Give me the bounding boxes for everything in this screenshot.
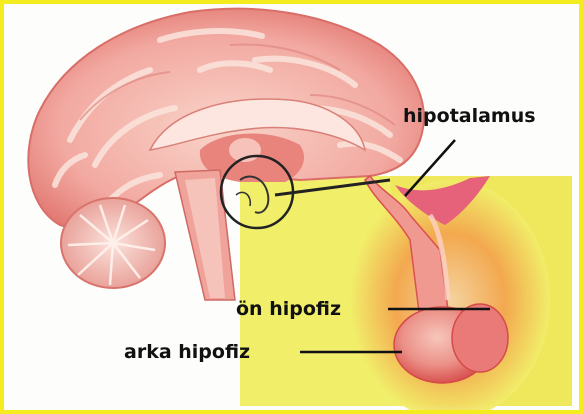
cerebellum [61,198,165,288]
label-hypothalamus: hipotalamus [403,107,536,126]
label-posterior-pituitary: arka hipofiz [124,343,250,362]
label-anterior-pituitary: ön hipofiz [236,300,341,319]
